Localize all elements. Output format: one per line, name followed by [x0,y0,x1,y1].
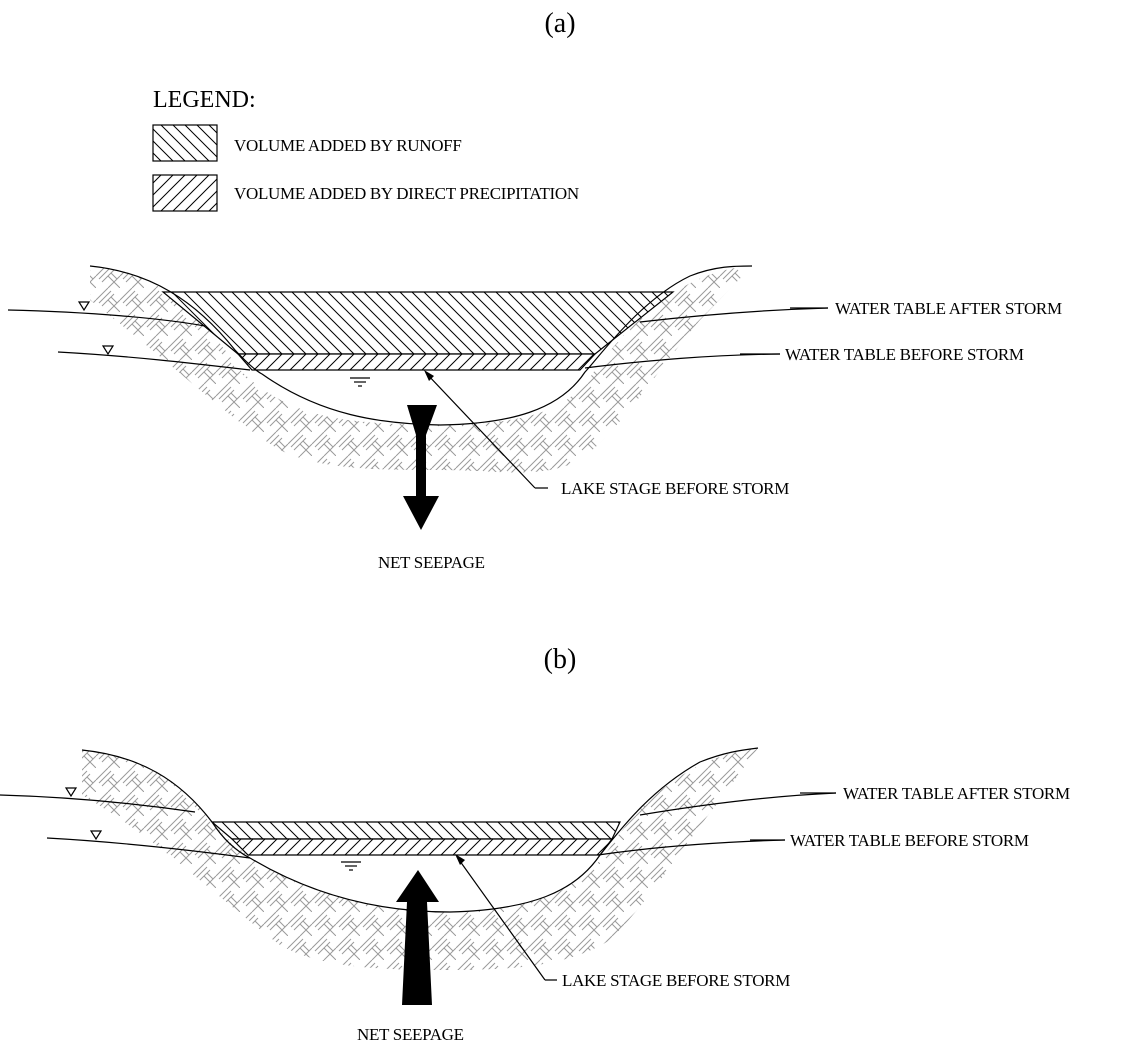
panel-b-lake-stage-label: LAKE STAGE BEFORE STORM [562,971,790,990]
legend-runoff-swatch [152,124,218,162]
legend: LEGEND: VOLUME ADDED BY RUNOFF VOLUME AD… [152,87,579,212]
panel-a-lake-stage-arrowhead-icon [424,370,434,381]
panel-a-cross-section: LAKE STAGE BEFORE STORM WATER TABLE AFTE… [7,265,1062,572]
panel-b-lake-stage-arrowhead-icon [455,854,465,865]
panel-a-wt-after-line [7,307,829,327]
panel-b-wt-before-line [46,837,786,859]
panel-b-wt-after-line [0,792,837,816]
panel-a-precip-volume [236,353,597,371]
panel-b-wt-before-label: WATER TABLE BEFORE STORM [790,831,1029,850]
panel-a-wt-after-marker-icon [77,301,91,312]
panel-a-soil [90,266,752,473]
legend-precip-swatch [152,174,218,212]
legend-runoff-label: VOLUME ADDED BY RUNOFF [234,136,461,155]
panel-a-wt-before-marker-icon [101,345,115,356]
panel-a-seepage-label: NET SEEPAGE [378,553,485,572]
panel-b-cross-section: LAKE STAGE BEFORE STORM WATER TABLE AFTE… [0,747,1070,1044]
panel-b-seepage-arrow-icon [396,870,439,1005]
panel-a-lake-surface-marker-icon [350,377,370,387]
panel-b-soil [82,748,758,970]
panel-a-runoff-volume [161,291,675,355]
panel-a-lake-stage-pointer [425,372,548,489]
panel-b-precip-volume [230,838,614,856]
panel-a-wt-after-label: WATER TABLE AFTER STORM [835,299,1062,318]
panel-a-seepage-arrow-icon [403,405,439,530]
panel-a-lake-stage-label: LAKE STAGE BEFORE STORM [561,479,789,498]
panel-b-ground-surface [81,747,759,913]
panel-b-wt-after-marker-icon [64,787,78,798]
panel-a-label: (a) [544,8,575,39]
panel-b-seepage-label: NET SEEPAGE [357,1025,464,1044]
legend-precip-label: VOLUME ADDED BY DIRECT PRECIPITATION [234,184,579,203]
panel-b-label: (b) [544,644,577,675]
panel-b-lake-stage-pointer [456,856,557,981]
panel-b-lake-surface-marker-icon [341,861,361,871]
panel-a-ground-surface [89,265,753,426]
panel-b-wt-after-label: WATER TABLE AFTER STORM [843,784,1070,803]
panel-b-runoff-volume [210,821,621,840]
legend-title: LEGEND: [153,87,256,113]
panel-a-wt-before-label: WATER TABLE BEFORE STORM [785,345,1024,364]
panel-b-wt-before-marker-icon [89,830,103,841]
